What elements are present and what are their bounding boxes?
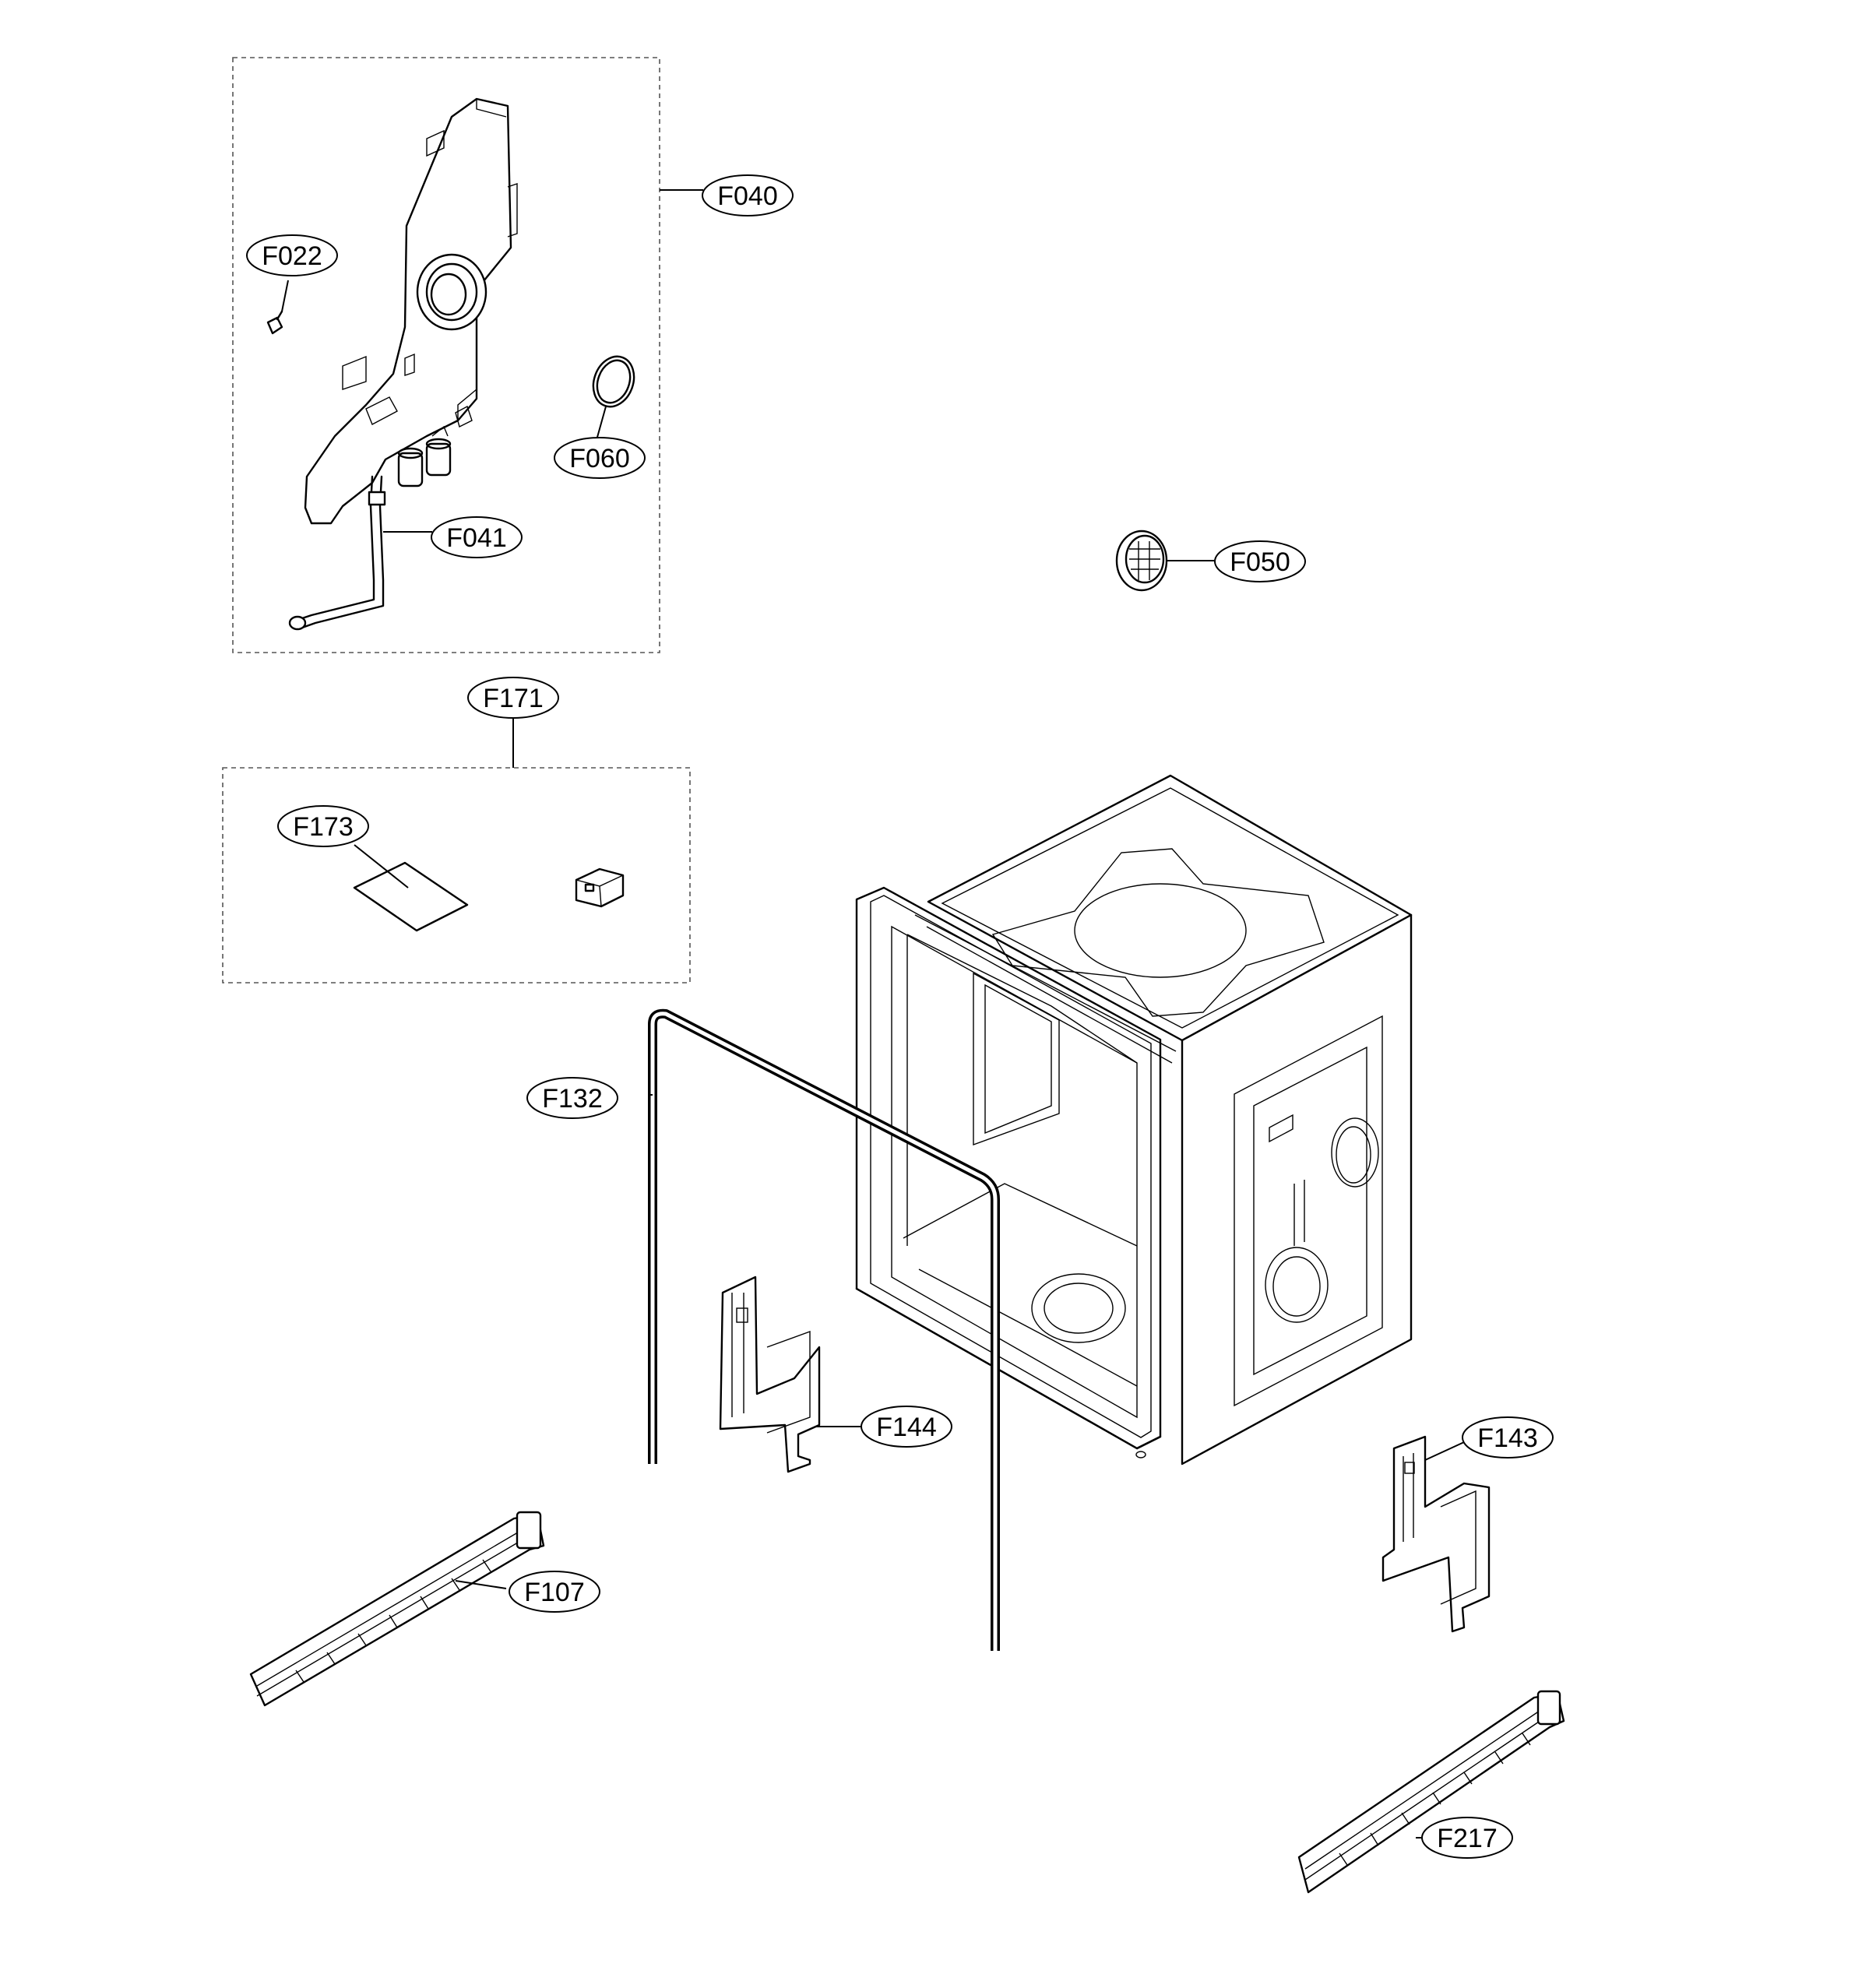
- leader-lines: [281, 189, 1465, 1839]
- callout-f060: F060: [554, 437, 646, 479]
- callout-label: F132: [542, 1084, 603, 1114]
- callout-f143: F143: [1462, 1416, 1554, 1459]
- callout-f144: F144: [861, 1406, 952, 1448]
- part-rack-rail-right: [1297, 1690, 1565, 1894]
- callout-f171: F171: [467, 677, 559, 719]
- callout-label: F107: [524, 1578, 585, 1607]
- callout-f107: F107: [509, 1571, 600, 1613]
- callout-label: F050: [1230, 547, 1290, 577]
- callout-label: F060: [569, 444, 630, 473]
- part-hinge-left: [719, 1276, 821, 1473]
- part-rack-rail-left: [249, 1511, 545, 1707]
- callout-f040: F040: [702, 174, 794, 216]
- callout-f022: F022: [246, 234, 338, 276]
- callout-f050: F050: [1214, 540, 1306, 582]
- part-hinge-right: [1381, 1435, 1491, 1633]
- callout-label: F144: [876, 1413, 937, 1442]
- part-manual-sheet: [353, 861, 469, 932]
- callout-label: F217: [1437, 1824, 1498, 1853]
- part-o-ring: [592, 355, 635, 408]
- part-door-gasket: [648, 1008, 1000, 1651]
- callout-label: F041: [446, 523, 507, 553]
- group-box-f171: [222, 767, 691, 983]
- callout-label: F171: [483, 684, 544, 713]
- callout-label: F143: [1477, 1423, 1538, 1453]
- part-tub: [855, 774, 1413, 1466]
- part-filter-disc: [1115, 530, 1168, 592]
- callout-f173: F173: [277, 805, 369, 847]
- callout-label: F173: [293, 812, 354, 842]
- callout-f217: F217: [1421, 1817, 1513, 1859]
- callout-label: F022: [262, 241, 322, 271]
- part-sump-cover: [288, 97, 518, 631]
- part-screw: [266, 310, 283, 335]
- callout-f132: F132: [526, 1077, 618, 1119]
- callout-f041: F041: [431, 516, 523, 558]
- group-box-f040: [232, 57, 660, 653]
- callout-label: F040: [717, 181, 778, 211]
- part-clip: [575, 867, 625, 908]
